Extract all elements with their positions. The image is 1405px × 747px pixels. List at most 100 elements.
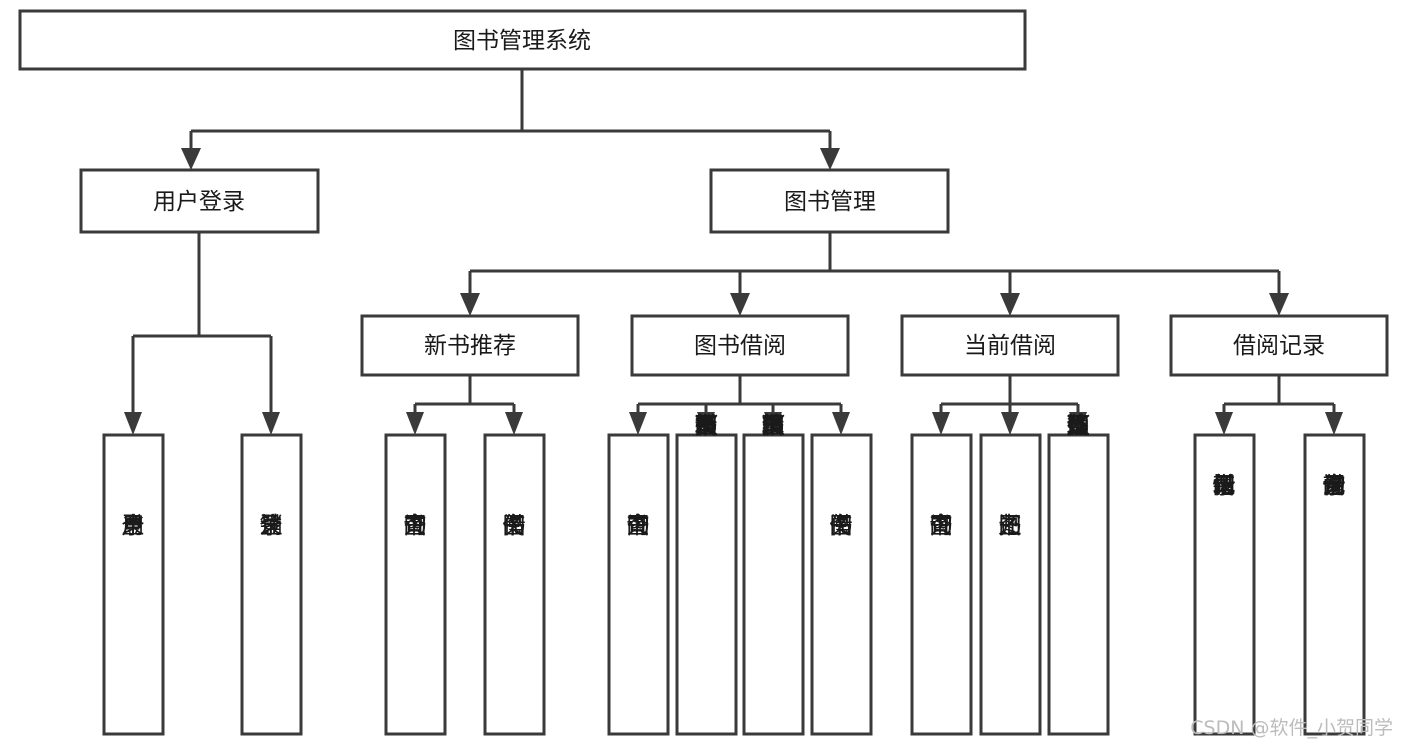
connector-group-book-borrow-to-leaves <box>629 375 850 435</box>
svg-text:员: 员 <box>695 413 718 439</box>
node-book-borrow-label: 图书借阅 <box>694 333 786 359</box>
svg-text:询: 询 <box>930 513 953 539</box>
svg-text:记: 记 <box>1213 473 1236 499</box>
arrow-head-leaf-borrow-book-a <box>505 412 523 435</box>
svg-text:理: 理 <box>762 413 785 439</box>
svg-text:辑: 辑 <box>762 413 785 439</box>
svg-text:）: ） <box>759 414 785 437</box>
svg-text:管: 管 <box>762 413 785 439</box>
node-borrow-record[interactable]: 借阅记录 <box>1169 314 1389 377</box>
node-borrow-record-label: 借阅记录 <box>1233 333 1325 359</box>
node-new-book-recommend-label: 新书推荐 <box>424 333 516 359</box>
leaf-node-borrow-book-recommend-box[interactable] <box>483 433 546 736</box>
svg-text:理: 理 <box>1067 413 1090 439</box>
svg-text:图: 图 <box>930 513 953 539</box>
leaf-node-add-borrow-record-box[interactable] <box>1193 433 1256 736</box>
leaf-node-query-book-current-box[interactable] <box>910 433 973 736</box>
node-book-manage[interactable]: 图书管理 <box>709 168 950 234</box>
node-user-login-label: 用户登录 <box>153 189 245 215</box>
connector-group-root-to-level2 <box>181 69 840 170</box>
svg-text:（: （ <box>759 414 785 437</box>
svg-text:查: 查 <box>1323 473 1346 499</box>
svg-text:询: 询 <box>627 513 650 539</box>
connector-group-borrow-record-to-leaves <box>1215 375 1343 435</box>
svg-text:户: 户 <box>122 513 145 539</box>
leaf-node-edit-book-box[interactable] <box>742 433 805 736</box>
node-new-book-recommend[interactable]: 新书推荐 <box>360 314 580 377</box>
arrow-head-leaf-edit-book <box>764 412 782 435</box>
node-current-borrow[interactable]: 当前借阅 <box>900 314 1120 377</box>
node-borrow-record-box[interactable] <box>1169 314 1389 377</box>
arrow-head-leaf-query-book-b <box>629 412 647 435</box>
svg-text:图: 图 <box>695 413 718 439</box>
arrow-head-book-manage <box>820 148 840 170</box>
leaf-node-user-login-box[interactable] <box>102 433 165 736</box>
node-current-borrow-box[interactable] <box>900 314 1120 377</box>
svg-text:新: 新 <box>695 413 718 439</box>
svg-text:图: 图 <box>503 513 526 539</box>
leaf-node-query-book-borrow-box[interactable] <box>607 433 670 736</box>
node-root-system-box[interactable] <box>18 9 1027 71</box>
svg-text:书: 书 <box>627 513 650 539</box>
leaf-node-return-book-box[interactable] <box>979 433 1042 736</box>
arrow-head-leaf-query-book-c <box>932 412 950 435</box>
node-user-login[interactable]: 用户登录 <box>79 168 320 234</box>
leaf-node-add-book-box[interactable] <box>675 433 738 736</box>
svg-text:借: 借 <box>1323 473 1346 499</box>
leaf-node-query-borrow-record-box[interactable] <box>1303 433 1366 736</box>
arrow-head-leaf-add-book <box>697 412 715 435</box>
svg-text:销: 销 <box>260 513 283 539</box>
connector-group-new-book-to-leaves <box>406 375 523 435</box>
node-user-login-box[interactable] <box>79 168 320 234</box>
svg-text:（: （ <box>1064 414 1090 437</box>
arrow-head-book-borrow <box>730 293 750 316</box>
svg-text:书: 书 <box>762 413 785 439</box>
svg-text:增: 增 <box>695 413 718 439</box>
svg-text:查: 查 <box>930 513 953 539</box>
node-current-borrow-label: 当前借阅 <box>964 333 1056 359</box>
node-book-borrow-box[interactable] <box>630 314 850 377</box>
leaf-node-borrow-book-box[interactable] <box>810 433 873 736</box>
svg-text:阅: 阅 <box>503 513 526 539</box>
arrow-head-user-login <box>181 148 201 170</box>
node-new-book-recommend-box[interactable] <box>360 314 580 377</box>
svg-text:录: 录 <box>1323 473 1346 499</box>
svg-text:管: 管 <box>1067 413 1090 439</box>
svg-text:认: 认 <box>1067 413 1090 439</box>
svg-text:员: 员 <box>1067 413 1090 439</box>
leaf-node-query-book-recommend-box[interactable] <box>384 433 447 736</box>
svg-text:查: 查 <box>627 513 650 539</box>
leaf-node-confirm-return-box[interactable] <box>1047 433 1110 736</box>
svg-text:登: 登 <box>260 513 283 539</box>
node-book-manage-box[interactable] <box>709 168 950 234</box>
node-root-system[interactable]: 图书管理系统 <box>18 9 1027 71</box>
svg-text:确: 确 <box>1067 413 1090 439</box>
arrow-head-leaf-user-login <box>124 412 142 435</box>
svg-text:新: 新 <box>1213 473 1236 499</box>
leaf-node-user-login-label: 用户登录 <box>122 513 145 539</box>
arrow-head-borrow-record <box>1269 293 1289 316</box>
svg-text:借: 借 <box>503 513 526 539</box>
leaf-node-user-login[interactable]: 用户登录 <box>102 433 165 736</box>
node-book-borrow[interactable]: 图书借阅 <box>630 314 850 377</box>
svg-text:）: ） <box>1064 414 1090 437</box>
leaf-node-logout-box[interactable] <box>240 433 303 736</box>
